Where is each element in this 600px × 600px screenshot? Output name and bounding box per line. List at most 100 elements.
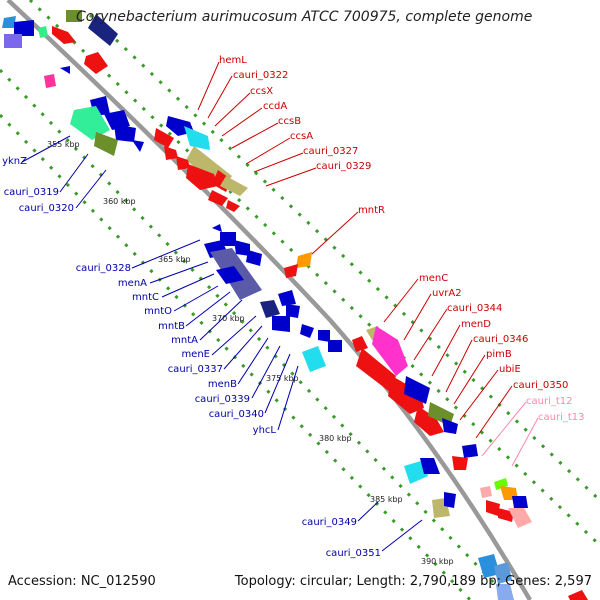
gene-feature <box>132 140 144 152</box>
gene-feature <box>4 34 22 48</box>
gene-label-mntR: mntR <box>358 205 385 216</box>
gene-feature <box>176 156 190 170</box>
gene-feature <box>486 500 500 516</box>
gene-feature <box>452 456 468 470</box>
gene-feature <box>300 324 314 338</box>
gene-feature <box>512 496 528 508</box>
leader-lines <box>21 61 539 552</box>
gene-feature <box>94 132 118 156</box>
gene-feature <box>508 508 532 528</box>
gene-label-yknZ: yknZ <box>2 156 27 167</box>
kbp-tick: 375 kbp <box>266 374 299 383</box>
gene-label-uvrA2: uvrA2 <box>432 288 462 299</box>
gene-feature <box>164 146 178 160</box>
gene-feature <box>70 106 110 140</box>
gene-feature <box>272 316 290 332</box>
gene-feature <box>216 266 244 284</box>
gene-label-ccsX: ccsX <box>250 86 273 97</box>
gene-feature <box>52 26 76 44</box>
gene-feature <box>356 348 396 392</box>
gene-label-ubiE: ubiE <box>499 364 521 375</box>
gene-label-ccsA: ccsA <box>290 131 313 142</box>
gene-label-mntC: mntC <box>132 292 159 303</box>
inner-dot-track-2 <box>0 68 513 600</box>
gene-feature <box>296 252 312 268</box>
gene-feature <box>404 376 430 404</box>
gene-features-inner <box>2 16 514 600</box>
gene-label-cauri-0349: cauri_0349 <box>302 517 357 528</box>
gene-label-cauri-0340: cauri_0340 <box>209 409 264 420</box>
gene-label-menA: menA <box>118 278 147 289</box>
gene-feature <box>114 124 136 142</box>
gene-feature <box>302 346 326 372</box>
gene-feature <box>226 200 240 212</box>
gene-feature <box>84 52 108 74</box>
gene-label-mntO: mntO <box>144 306 172 317</box>
gene-label-cauri-0327: cauri_0327 <box>303 146 358 157</box>
kbp-tick: 370 kbp <box>212 314 245 323</box>
gene-feature <box>388 376 424 414</box>
gene-feature <box>478 554 500 578</box>
gene-feature <box>480 486 492 498</box>
gene-feature <box>278 290 296 306</box>
gene-label-menE: menE <box>181 349 210 360</box>
gene-label-cauri-0328: cauri_0328 <box>76 263 131 274</box>
gene-feature <box>284 264 298 278</box>
gene-label-cauri-t12: cauri_t12 <box>526 396 573 407</box>
gene-feature <box>88 14 118 46</box>
gene-feature <box>14 20 34 36</box>
chromosome-backbone <box>6 0 532 600</box>
gene-feature <box>494 562 512 584</box>
gene-feature <box>372 326 408 376</box>
gene-feature <box>154 128 174 148</box>
kbp-tick: 365 kbp <box>158 255 191 264</box>
gene-feature <box>260 300 280 318</box>
accession-text: Accession: NC_012590 <box>8 574 156 589</box>
gene-feature <box>208 190 228 206</box>
gene-label-cauri-0346: cauri_0346 <box>473 334 528 345</box>
gene-labels-rna: cauri_t12 cauri_t13 <box>526 396 585 423</box>
gene-feature <box>442 418 458 434</box>
gene-label-pimB: pimB <box>486 349 512 360</box>
gene-label-mntB: mntB <box>158 321 185 332</box>
kbp-tick: 360 kbp <box>103 197 136 206</box>
gene-label-mntA: mntA <box>171 335 198 346</box>
gene-label-hemL: hemL <box>219 55 247 66</box>
gene-feature <box>414 406 444 436</box>
gene-label-cauri-0339: cauri_0339 <box>195 394 250 405</box>
gene-feature <box>44 74 56 88</box>
gene-feature <box>220 176 248 196</box>
gene-label-cauri-0319: cauri_0319 <box>4 187 59 198</box>
gene-features-outer <box>52 10 588 600</box>
kbp-tick: 355 kbp <box>47 140 80 149</box>
gene-feature <box>462 444 478 458</box>
kbp-tick: 380 kbp <box>319 434 352 443</box>
gene-feature <box>496 584 514 600</box>
gene-feature <box>318 330 330 342</box>
gene-label-cauri-0351: cauri_0351 <box>326 548 381 559</box>
gene-feature <box>234 240 250 256</box>
gene-label-cauri-0322: cauri_0322 <box>233 70 288 81</box>
gene-label-menB: menB <box>208 379 237 390</box>
gene-label-cauri-0350: cauri_0350 <box>513 380 568 391</box>
gene-label-cauri-t13: cauri_t13 <box>538 412 585 423</box>
gene-feature <box>66 10 82 22</box>
gene-feature <box>60 66 70 74</box>
gene-feature <box>220 232 236 246</box>
gene-feature <box>444 492 456 508</box>
gene-label-cauri-0344: cauri_0344 <box>447 303 502 314</box>
gene-label-menC: menC <box>419 273 448 284</box>
gene-feature <box>184 126 210 150</box>
kbp-tick: 385 kbp <box>370 495 403 504</box>
gene-feature <box>246 250 262 266</box>
kbp-tick: 390 kbp <box>421 557 454 566</box>
gene-feature <box>2 16 16 28</box>
gene-feature <box>104 110 130 130</box>
gene-feature <box>186 164 218 190</box>
gene-feature <box>286 304 300 318</box>
topology-text: Topology: circular; Length: 2,790,189 bp… <box>234 574 592 589</box>
gene-feature <box>352 336 368 352</box>
gene-label-cauri-0320: cauri_0320 <box>19 203 74 214</box>
